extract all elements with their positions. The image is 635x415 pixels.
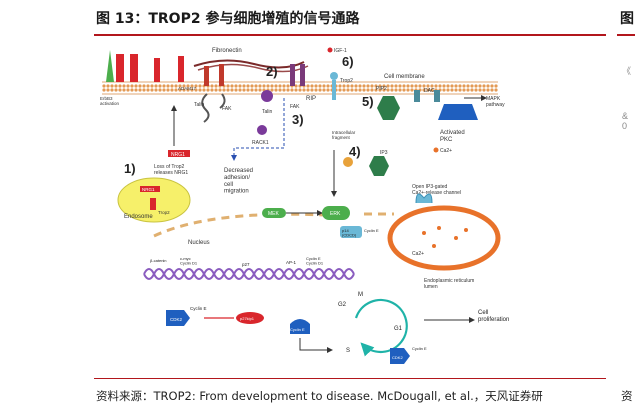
erbb3-receptor — [116, 54, 124, 82]
ip3-label: IP3 — [380, 150, 388, 156]
pten-label: p27kip1 — [240, 316, 255, 321]
p27-label: p27 — [242, 262, 250, 267]
figure-title: 图 13：TROP2 参与细胞增殖的信号通路 — [96, 11, 360, 27]
green-ligand — [106, 50, 114, 82]
activated-pkc-shape — [438, 104, 478, 120]
side-mark-1: 《 — [622, 66, 632, 76]
trop2-endo — [150, 198, 156, 210]
g2-label: G2 — [338, 302, 347, 308]
mek-pill — [262, 208, 286, 218]
fibronectin-label: Fibronectin — [212, 48, 242, 54]
adam17-receptor — [154, 58, 160, 82]
step-2-number: 2) — [266, 64, 278, 79]
nrg1-top-label: NRG1 — [171, 152, 185, 158]
cyclin-e-top-label: Cyclin E — [364, 228, 379, 233]
adam17-receptor-b — [178, 56, 184, 82]
nucleus-envelope — [153, 212, 345, 238]
talin-2-node — [261, 90, 273, 102]
right-source-fragment: 资 — [621, 389, 633, 403]
side-mark-2: & — [622, 111, 629, 121]
erk-pill — [322, 206, 350, 220]
adam17-label: ADAM17 — [178, 86, 197, 91]
er-lumen — [387, 205, 501, 271]
rip-label: RIP — [306, 96, 316, 102]
p16-cyclin-label: p14(CDCD) — [342, 228, 357, 238]
pten-shape — [236, 312, 264, 324]
erbb3-receptor-b — [130, 54, 138, 82]
source-rule — [94, 378, 606, 379]
step-5-number: 5) — [362, 94, 374, 109]
title-rule — [94, 34, 606, 36]
ip3-hexagon — [369, 156, 389, 176]
cyclin-e-left-label: Cyclin E — [190, 306, 207, 311]
right-title-rule — [617, 34, 635, 36]
nrg1-top — [168, 150, 190, 157]
erk-label: ERK — [330, 211, 341, 217]
cdk2-group: CDK2 Cyclin E p27kip1 Cyclin E — [166, 306, 333, 353]
step-1-number: 1) — [124, 161, 136, 176]
cdk2b-label: CDK2 — [392, 355, 403, 360]
mek-erk-group: MEK ERK p14(CDCD) Cyclin E Nucleus — [188, 206, 379, 246]
ap1-label: AP-1 — [286, 260, 297, 265]
fak-2-label: FAK — [290, 104, 300, 110]
ca-a-label: Ca2+ — [440, 148, 452, 154]
cell-membrane-label: Cell membrane — [384, 74, 425, 80]
talin-1-label: Talin — [194, 102, 205, 108]
step-6-number: 6) — [342, 54, 354, 69]
trop2-endo-label: Trop2 — [158, 210, 170, 215]
ecatenin-label: β-catenin — [150, 258, 167, 263]
g1-label: G1 — [394, 326, 403, 332]
endosome-label: Endosome — [124, 214, 153, 220]
nucleus-label: Nucleus — [188, 240, 210, 246]
side-mark-3: 0 — [622, 121, 628, 131]
talin-2-label: Talin — [262, 109, 273, 115]
igf1-label: IGF-1 — [334, 48, 347, 54]
m-label: M — [358, 292, 363, 298]
step-4-number: 4) — [349, 144, 361, 159]
rack1-label: RACK1 — [252, 140, 269, 146]
source-citation: 资料来源：TROP2: From development to disease.… — [96, 389, 543, 403]
cyclin-e-bottom-label: Cyclin E — [290, 327, 305, 332]
mek-label: MEK — [268, 211, 280, 217]
trop2-node — [330, 72, 338, 80]
nrg1-endo — [140, 186, 160, 192]
trop2-label: Trop2 — [340, 78, 353, 84]
nrg1-endo-label: NRG1 — [142, 187, 155, 192]
pip2-hexagon — [377, 96, 400, 120]
fak-1-label: FAK — [222, 106, 232, 112]
step-4-node — [343, 157, 353, 167]
pip2-label: PIP2 — [376, 86, 387, 92]
cyclin-e-g1-label: Cyclin E — [412, 346, 427, 351]
dag-label: DAG — [424, 88, 435, 94]
rack1-node — [257, 125, 267, 135]
s-label: S — [346, 348, 350, 354]
cdk2-label: CDK2 — [170, 317, 183, 322]
right-title-fragment: 图 — [620, 11, 634, 27]
ca-b-label: Ca2+ — [412, 251, 424, 257]
step-3-number: 3) — [292, 112, 304, 127]
